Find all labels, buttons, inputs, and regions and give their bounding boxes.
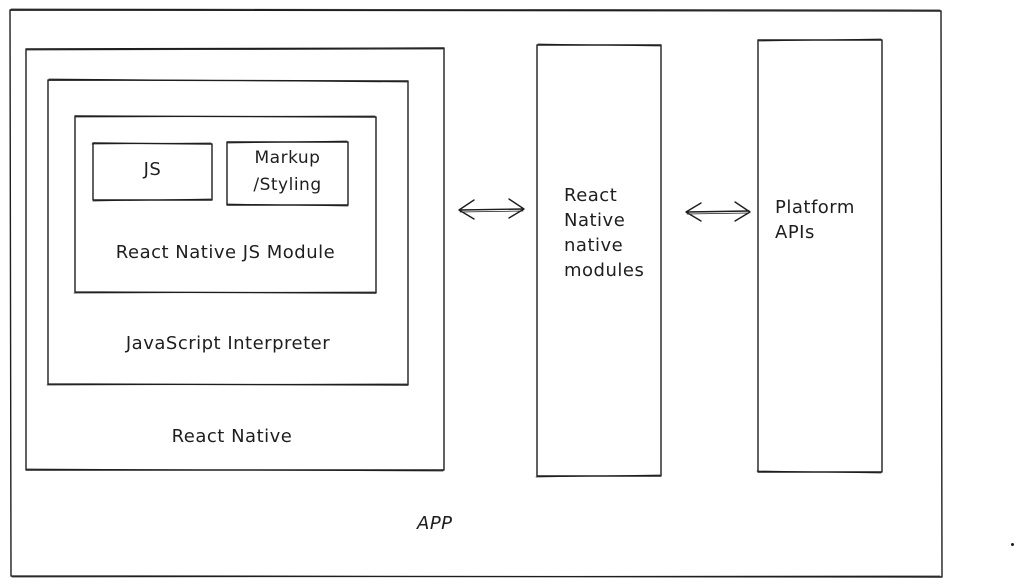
markup-box-label-line1: Markup: [254, 148, 321, 168]
react-native-label: React Native: [171, 426, 293, 447]
markup-box-label-line2: /Styling: [253, 175, 322, 195]
stray-dot: [1011, 543, 1014, 546]
app-box: [9, 9, 943, 578]
js-module-label: React Native JS Module: [115, 242, 336, 263]
native-modules-label-line3: native: [564, 235, 624, 256]
native-modules-label-line1: React: [564, 185, 618, 206]
platform-apis-box: [757, 39, 883, 473]
native-modules-label-line4: modules: [564, 260, 645, 281]
native-modules-label-line2: Native: [564, 210, 626, 231]
double-arrow-icon: [458, 198, 525, 220]
js-box-label: JS: [143, 159, 162, 180]
double-arrow-icon: [685, 201, 751, 222]
js-interpreter-label: JavaScript Interpreter: [125, 333, 331, 354]
platform-apis-label-line2: APIs: [775, 222, 815, 243]
app-label: APP: [417, 513, 453, 534]
react-native-box: [25, 47, 445, 471]
platform-apis-label-line1: Platform: [775, 197, 855, 218]
